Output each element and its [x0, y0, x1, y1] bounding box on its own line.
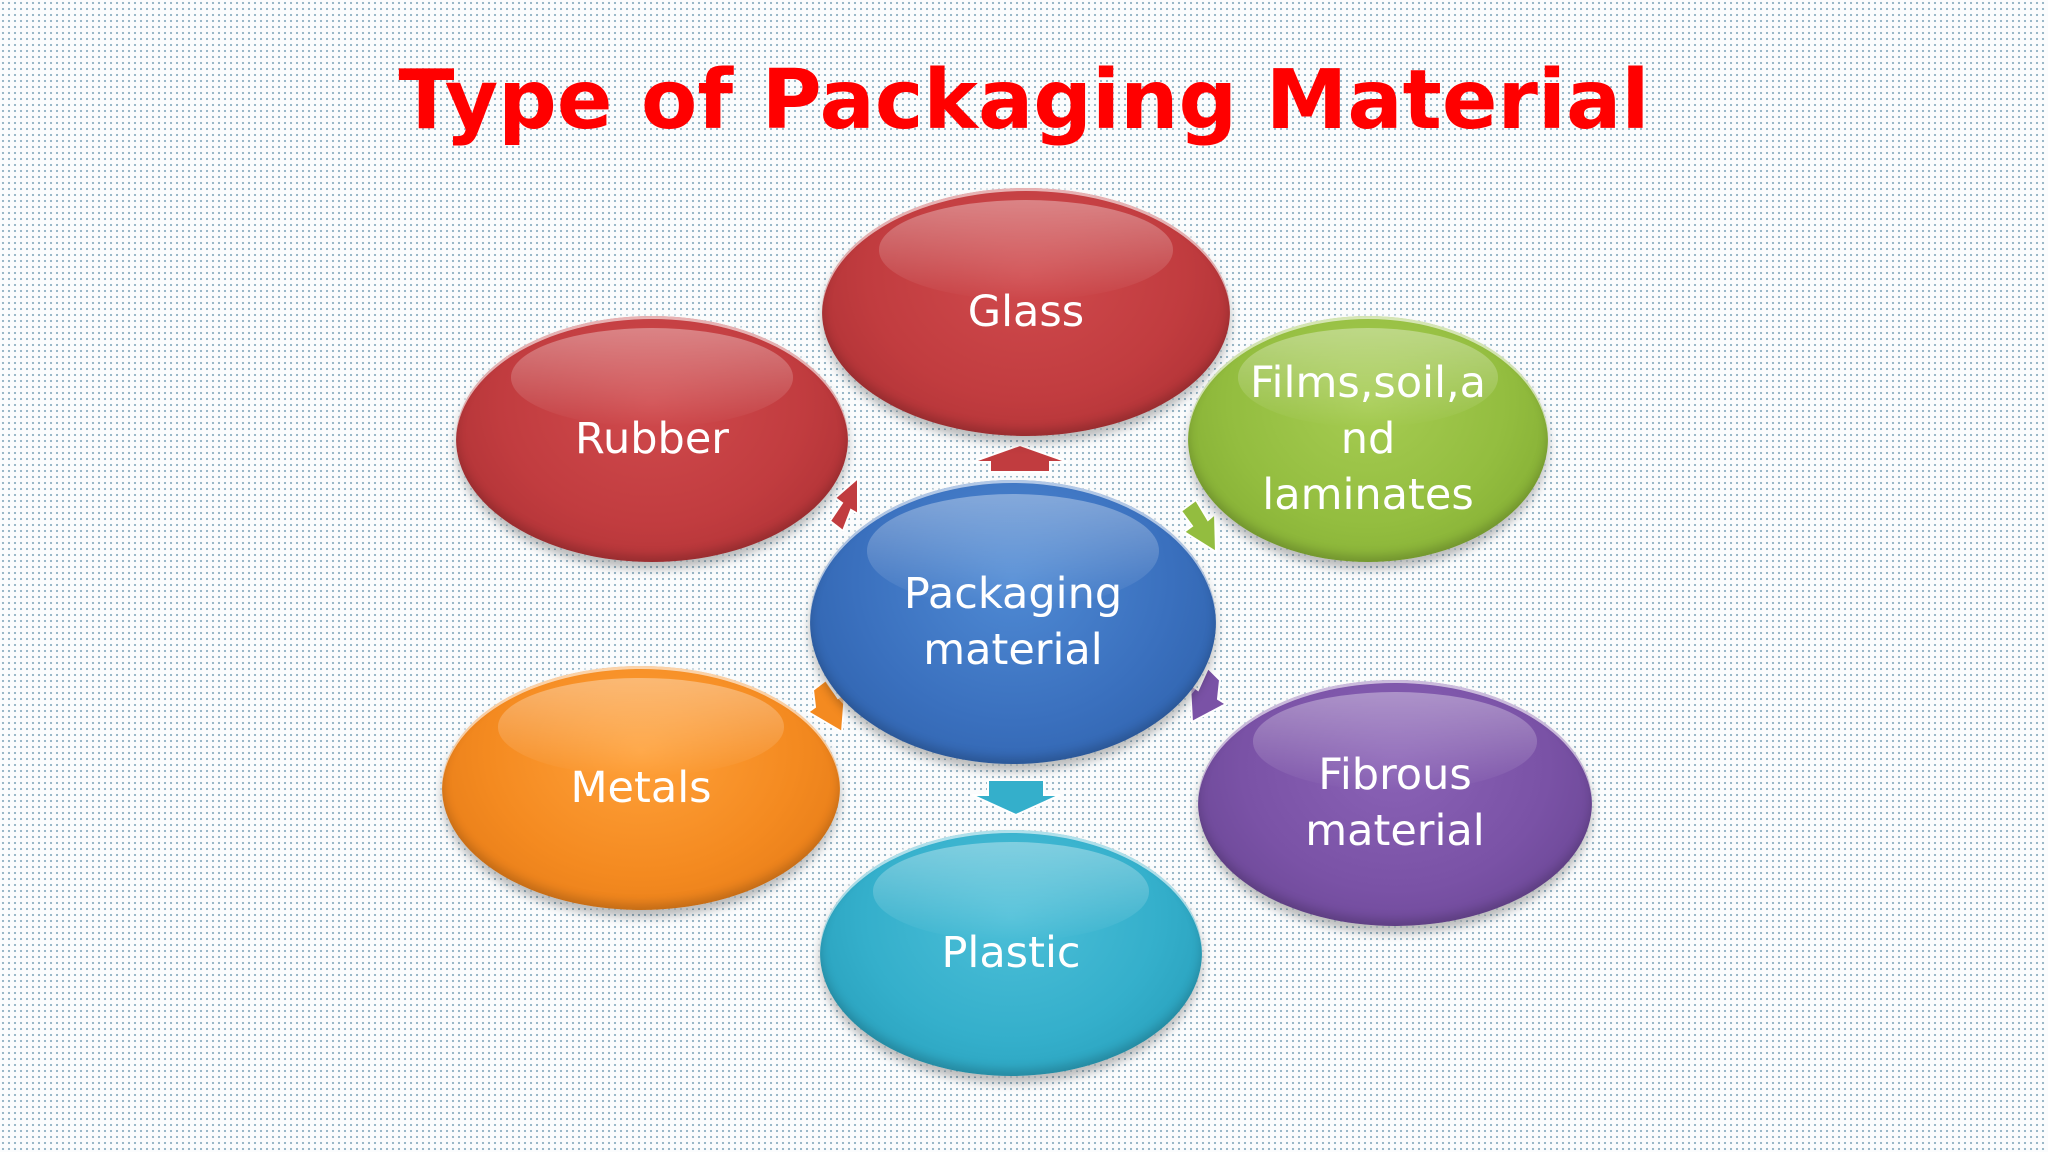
- node-center-label-line2: material: [923, 625, 1103, 675]
- node-plastic: Plastic: [820, 830, 1202, 1076]
- node-films-label-line2: nd: [1340, 414, 1396, 464]
- node-metals: Metals: [442, 666, 840, 910]
- node-fibrous-label-line1: Fibrous: [1318, 750, 1472, 800]
- arrow-to-metals: [806, 678, 847, 734]
- node-packaging-material: Packaging material: [810, 480, 1216, 764]
- node-center-label-line1: Packaging: [903, 569, 1123, 619]
- node-fibrous-label-line2: material: [1305, 806, 1485, 856]
- node-rubber: Rubber: [456, 316, 848, 562]
- node-fibrous: Fibrous material: [1198, 680, 1592, 926]
- node-glass: Glass: [822, 188, 1230, 436]
- slide-title: Type of Packaging Material: [398, 53, 1650, 148]
- node-glass-label: Glass: [967, 287, 1085, 337]
- arrow-to-plastic: [971, 779, 1061, 817]
- node-films-label-line1: Films,soil,a: [1249, 358, 1487, 408]
- node-metals-label: Metals: [570, 763, 712, 813]
- node-films-label-line3: laminates: [1262, 470, 1474, 520]
- arrow-to-fibrous: [1188, 666, 1229, 724]
- node-plastic-label: Plastic: [941, 928, 1081, 978]
- arrow-to-films: [1179, 498, 1218, 554]
- node-films: Films,soil,a nd laminates: [1188, 316, 1548, 562]
- node-rubber-label: Rubber: [575, 414, 729, 464]
- arrow-to-rubber: [828, 475, 859, 533]
- arrow-to-glass: [971, 443, 1069, 473]
